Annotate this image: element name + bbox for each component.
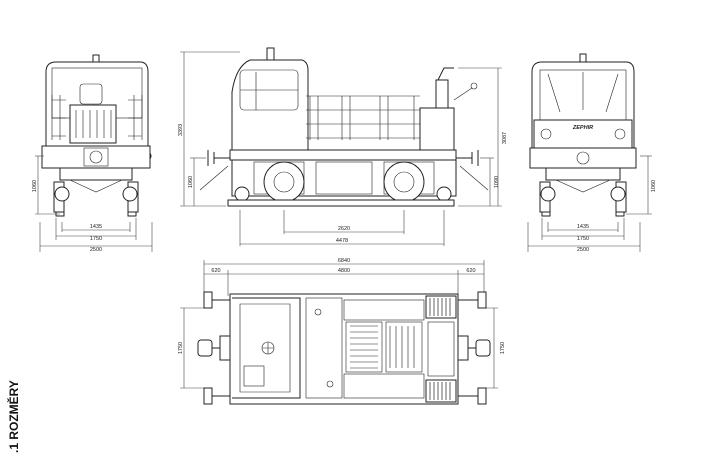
top-overhang-right: 620 [466, 268, 475, 274]
top-width-right: 1750 [500, 342, 506, 354]
side-height-coupler-right: 1090 [494, 176, 500, 188]
front-height-coupler: 1060 [32, 180, 38, 192]
side-height-exhaust: 3087 [502, 132, 508, 144]
rear-view: ZEPHIR 1060 1435 1750 2500 [527, 53, 657, 253]
top-overhang-left: 620 [211, 268, 220, 274]
top-length-body: 4800 [338, 268, 350, 274]
rear-height-coupler: 1060 [651, 180, 657, 192]
front-view: 1060 1435 1750 2500 [32, 54, 153, 253]
side-length-body: 4478 [336, 238, 348, 244]
side-wheelbase: 2620 [338, 226, 350, 232]
rear-width-wheels: 1750 [577, 236, 589, 242]
front-width-total: 2500 [90, 247, 102, 253]
front-gauge: 1435 [90, 224, 102, 230]
rear-gauge: 1435 [577, 224, 589, 230]
side-view: 3393 1060 3087 1090 2620 4478 [178, 47, 508, 246]
side-height-total: 3393 [178, 124, 184, 136]
logo-text: ZEPHIR [572, 125, 593, 131]
section-label: .1 ROZMĚRY [7, 380, 21, 453]
side-height-coupler-left: 1060 [188, 176, 194, 188]
top-width-left: 1750 [178, 342, 184, 354]
rear-width-total: 2500 [577, 247, 589, 253]
front-width-wheels: 1750 [90, 236, 102, 242]
top-view: 6840 4800 620 620 1750 1750 [178, 258, 506, 405]
top-length-total: 6840 [338, 258, 350, 264]
